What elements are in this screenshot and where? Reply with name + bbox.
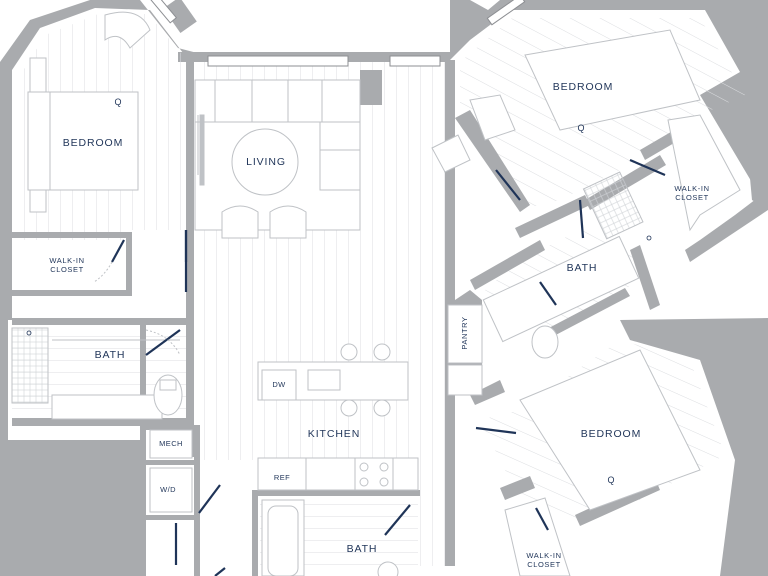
bedroom-ne-label: BEDROOM [552,81,614,93]
living-label: LIVING [246,156,286,168]
bath-w-label: BATH [94,349,126,361]
bed-marker-se: Q [607,475,615,485]
washer-dryer-label: W/D [160,485,176,494]
dishwasher-label: DW [272,380,286,389]
refrigerator-label: REF [273,473,291,482]
bedroom-se-label: BEDROOM [580,428,642,440]
mech-label: MECH [159,439,183,448]
kitchen-label: KITCHEN [307,428,361,440]
bath-ne-label: BATH [566,262,598,274]
fixtures [11,11,741,576]
bed-marker-ne: Q [577,123,585,133]
walkin-closet-ne-label: WALK-IN CLOSET [674,184,710,202]
walkin-closet-w-label: WALK-IN CLOSET [49,256,85,274]
pantry-label: PANTRY [460,316,469,350]
toilet-marks [26,235,652,336]
doors [93,158,666,576]
walkin-closet-se-label: WALK-IN CLOSET [526,551,562,569]
interior-walls [12,0,705,576]
bath-s-label: BATH [346,543,378,555]
windows [148,0,526,67]
bed-marker-nw: Q [114,97,122,107]
bedroom-nw-label: BEDROOM [62,137,124,149]
